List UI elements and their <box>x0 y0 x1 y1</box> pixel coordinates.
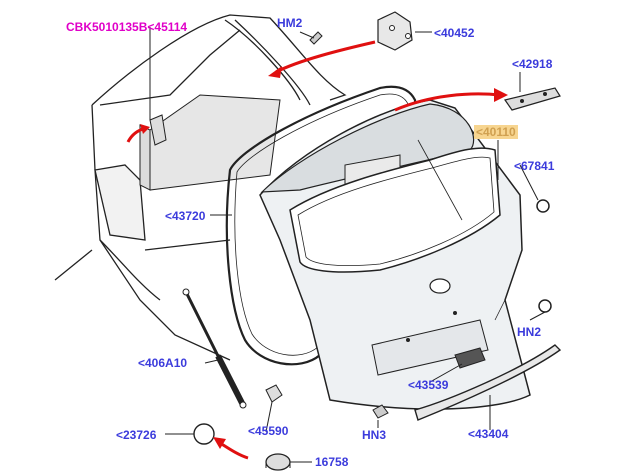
vehicle-body-outline <box>54 14 347 361</box>
callout-40452[interactable]: <40452 <box>434 26 475 40</box>
callout-43720[interactable]: <43720 <box>165 209 206 223</box>
grommet-23726-part[interactable] <box>193 423 215 445</box>
callout-42918[interactable]: <42918 <box>512 57 553 71</box>
hinge-plate-42918-part[interactable] <box>504 87 561 111</box>
callout-67841[interactable]: <67841 <box>514 159 555 173</box>
bolt-hm2-part[interactable] <box>309 31 323 45</box>
callout-23726[interactable]: <23726 <box>116 428 157 442</box>
callout-hn2[interactable]: HN2 <box>517 325 542 339</box>
callout-16758[interactable]: 16758 <box>315 455 349 469</box>
leader-lines <box>149 27 546 463</box>
molding-strip-43404-part[interactable] <box>414 344 562 421</box>
callout-43404[interactable]: <43404 <box>468 427 509 441</box>
callout-cbk5010135b-45114[interactable]: CBK5010135B<45114 <box>66 20 188 34</box>
clip-hn3-part[interactable] <box>372 404 389 419</box>
striker-45114-part[interactable] <box>149 114 167 146</box>
callout-406a10[interactable]: <406A10 <box>138 356 188 370</box>
interior-panel <box>139 94 281 191</box>
hinge-40452-part[interactable] <box>377 11 413 51</box>
callout-hn3[interactable]: HN3 <box>362 428 387 442</box>
bump-stop-67841-part[interactable] <box>536 199 550 213</box>
tailgate <box>259 99 531 410</box>
callout-43539[interactable]: <43539 <box>408 378 449 392</box>
emblem-43539-part[interactable] <box>454 347 486 369</box>
gas-strut-406a10-part[interactable] <box>182 288 247 409</box>
callout-hm2[interactable]: HM2 <box>277 16 303 30</box>
callout-45590[interactable]: <45590 <box>248 424 289 438</box>
latch-45590-part[interactable] <box>265 384 283 403</box>
bump-stop-hn2-part[interactable] <box>538 299 552 313</box>
bushing-16758-part[interactable] <box>265 453 291 471</box>
arrow-heads <box>140 66 508 449</box>
callout-40110[interactable]: <40110 <box>474 125 518 139</box>
